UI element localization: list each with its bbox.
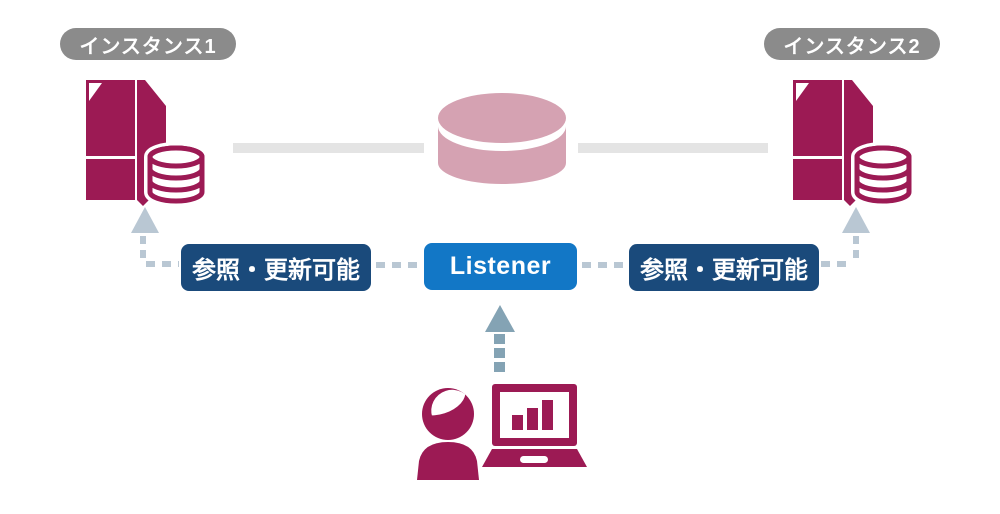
listener-box: Listener [424,243,577,290]
bar-chart-icon [512,400,553,430]
connector-bar-left [233,143,424,153]
instance2-label: インスタンス2 [783,35,921,58]
dashed-line-right-elbow-v [853,236,859,263]
laptop-icon [482,384,587,467]
user-icon [417,384,479,480]
instance1-pill: インスタンス1 [60,28,236,60]
up-arrow-icon-right [842,207,870,233]
access-box-right-label: 参照・更新可能 [640,257,808,284]
database-icon-left [144,142,208,207]
database-icon-right [851,142,915,207]
instance1-label: インスタンス1 [79,35,217,58]
dashed-line-left-to-listener [376,262,420,268]
access-box-left-label: 参照・更新可能 [192,257,360,284]
dashed-line-listener-to-right [582,262,626,268]
up-arrow-icon-listener [485,305,515,332]
dashed-line-left-elbow-v [140,236,146,263]
access-box-right: 参照・更新可能 [629,244,819,291]
server-icon-left [86,80,208,207]
user-laptop-group [417,384,587,480]
instance2-pill: インスタンス2 [764,28,940,60]
shared-database-icon [438,93,566,184]
dashed-line-user-to-listener [494,334,505,372]
dashed-line-right-elbow-h [821,261,851,267]
up-arrow-icon-left [131,207,159,233]
server-icon-right [793,80,915,207]
dashed-line-left-elbow-h [146,261,179,267]
connector-bar-right [578,143,768,153]
access-box-left: 参照・更新可能 [181,244,371,291]
listener-label: Listener [449,252,552,280]
